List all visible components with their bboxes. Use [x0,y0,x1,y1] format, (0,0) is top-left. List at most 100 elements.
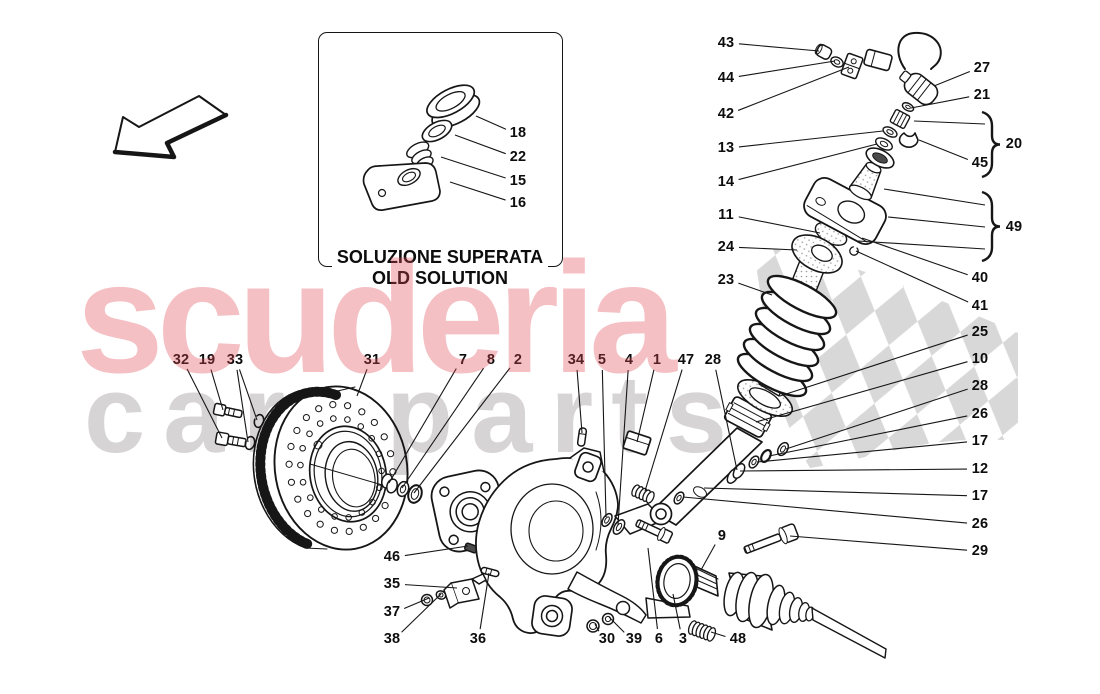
callout-label-31: 31 [363,352,381,368]
caption-line-italian: SOLUZIONE SUPERATA [331,247,549,267]
callout-label-10: 10 [971,351,989,367]
disc-drill-hole [369,498,376,506]
leader-line-15 [440,156,506,179]
leader-line-35 [404,584,458,589]
callout-label-32: 32 [172,352,190,368]
leader-line-28 [715,369,738,471]
callout-label-3: 3 [678,631,688,647]
leader-line-5 [601,369,607,518]
disc-drill-hole [316,420,324,427]
leader-line-3 [672,593,681,630]
leader-line-30 [594,623,600,632]
callout-label-49: 49 [1005,219,1023,235]
leader-line-34 [576,369,583,434]
leader-line-42 [737,66,850,111]
callout-label-5: 5 [597,352,607,368]
disc-drill-hole [358,509,366,516]
callout-label-12: 12 [971,461,989,477]
leader-line-38 [401,593,442,633]
abs-tone-wheel [655,554,699,608]
suspension-upright [475,430,691,637]
tagline-left-watermark: car [84,353,303,476]
brake-disc [252,385,409,551]
group-brace-49 [981,190,1001,263]
disc-bolts [212,402,265,451]
leader-line-43 [738,43,820,52]
disc-drill-hole [386,450,395,458]
callout-label-47: 47 [677,352,695,368]
disc-drill-hole [345,514,352,521]
callout-label-9: 9 [717,528,727,544]
callout-label-35: 35 [383,576,401,592]
callout-label-28: 28 [971,378,989,394]
leader-line-1 [636,369,655,443]
group-brace-20 [981,110,1001,179]
leader-line-41 [855,250,969,303]
leader-line-16 [449,181,506,201]
disc-drill-hole [359,523,367,531]
leader-line-17 [756,441,968,463]
leader-line-28 [785,388,968,450]
leader-line-49 [857,240,986,250]
leader-line-45 [918,139,969,160]
callout-label-15: 15 [509,173,527,189]
leader-line-13 [738,130,884,148]
callout-label-26: 26 [971,516,989,532]
leader-line-24 [738,246,798,251]
disc-drill-hole [357,423,365,430]
disc-drill-hole [317,506,325,513]
disc-drill-hole [345,527,353,535]
callout-label-2: 2 [513,352,523,368]
callout-label-13: 13 [717,140,735,156]
disc-drill-hole [370,418,378,427]
leader-line-49 [883,188,986,206]
callout-label-25: 25 [971,324,989,340]
leader-line-11 [738,216,821,234]
callout-label-48: 48 [729,631,747,647]
leader-line-44 [738,60,836,78]
disc-drill-hole [375,450,383,458]
callout-label-37: 37 [383,604,401,620]
retaining-clip [898,132,919,148]
caption-line-english: OLD SOLUTION [367,268,513,288]
disc-drill-hole [306,430,313,438]
leader-line-12 [739,468,968,472]
leader-line-33 [236,369,249,443]
leader-line-6 [647,547,658,630]
coil-spring [736,274,838,398]
leader-line-39 [608,616,625,633]
sensor-clamp-bracket [840,52,864,80]
disc-drill-hole [299,444,306,452]
mounting-bolts [635,519,799,554]
callout-label-46: 46 [383,549,401,565]
disc-drill-hole [368,435,375,442]
disc-drill-hole [358,408,366,416]
old-solution-parts [362,84,481,211]
callout-label-40: 40 [971,270,989,286]
callout-label-17: 17 [971,488,989,504]
callout-label-1: 1 [652,352,662,368]
coil-pin-spring [631,484,655,504]
leader-line-26 [768,415,968,457]
callout-label-17: 17 [971,433,989,449]
leader-line-10 [755,361,968,423]
leader-line-48 [710,631,726,638]
callout-label-29: 29 [971,543,989,559]
leader-line-33 [238,369,258,421]
hub-spacer-seal [381,473,423,504]
callout-label-39: 39 [625,631,643,647]
callout-label-24: 24 [717,239,735,255]
leader-lines [186,43,1001,638]
callout-label-16: 16 [509,195,527,211]
callout-label-11: 11 [718,207,734,223]
leader-line-47 [644,369,683,492]
disc-drill-hole [330,415,337,422]
disc-drill-hole [376,484,383,492]
disc-drill-hole [371,514,380,523]
callout-label-18: 18 [509,125,527,141]
leader-line-18 [475,115,507,130]
disc-drill-hole [316,520,324,528]
